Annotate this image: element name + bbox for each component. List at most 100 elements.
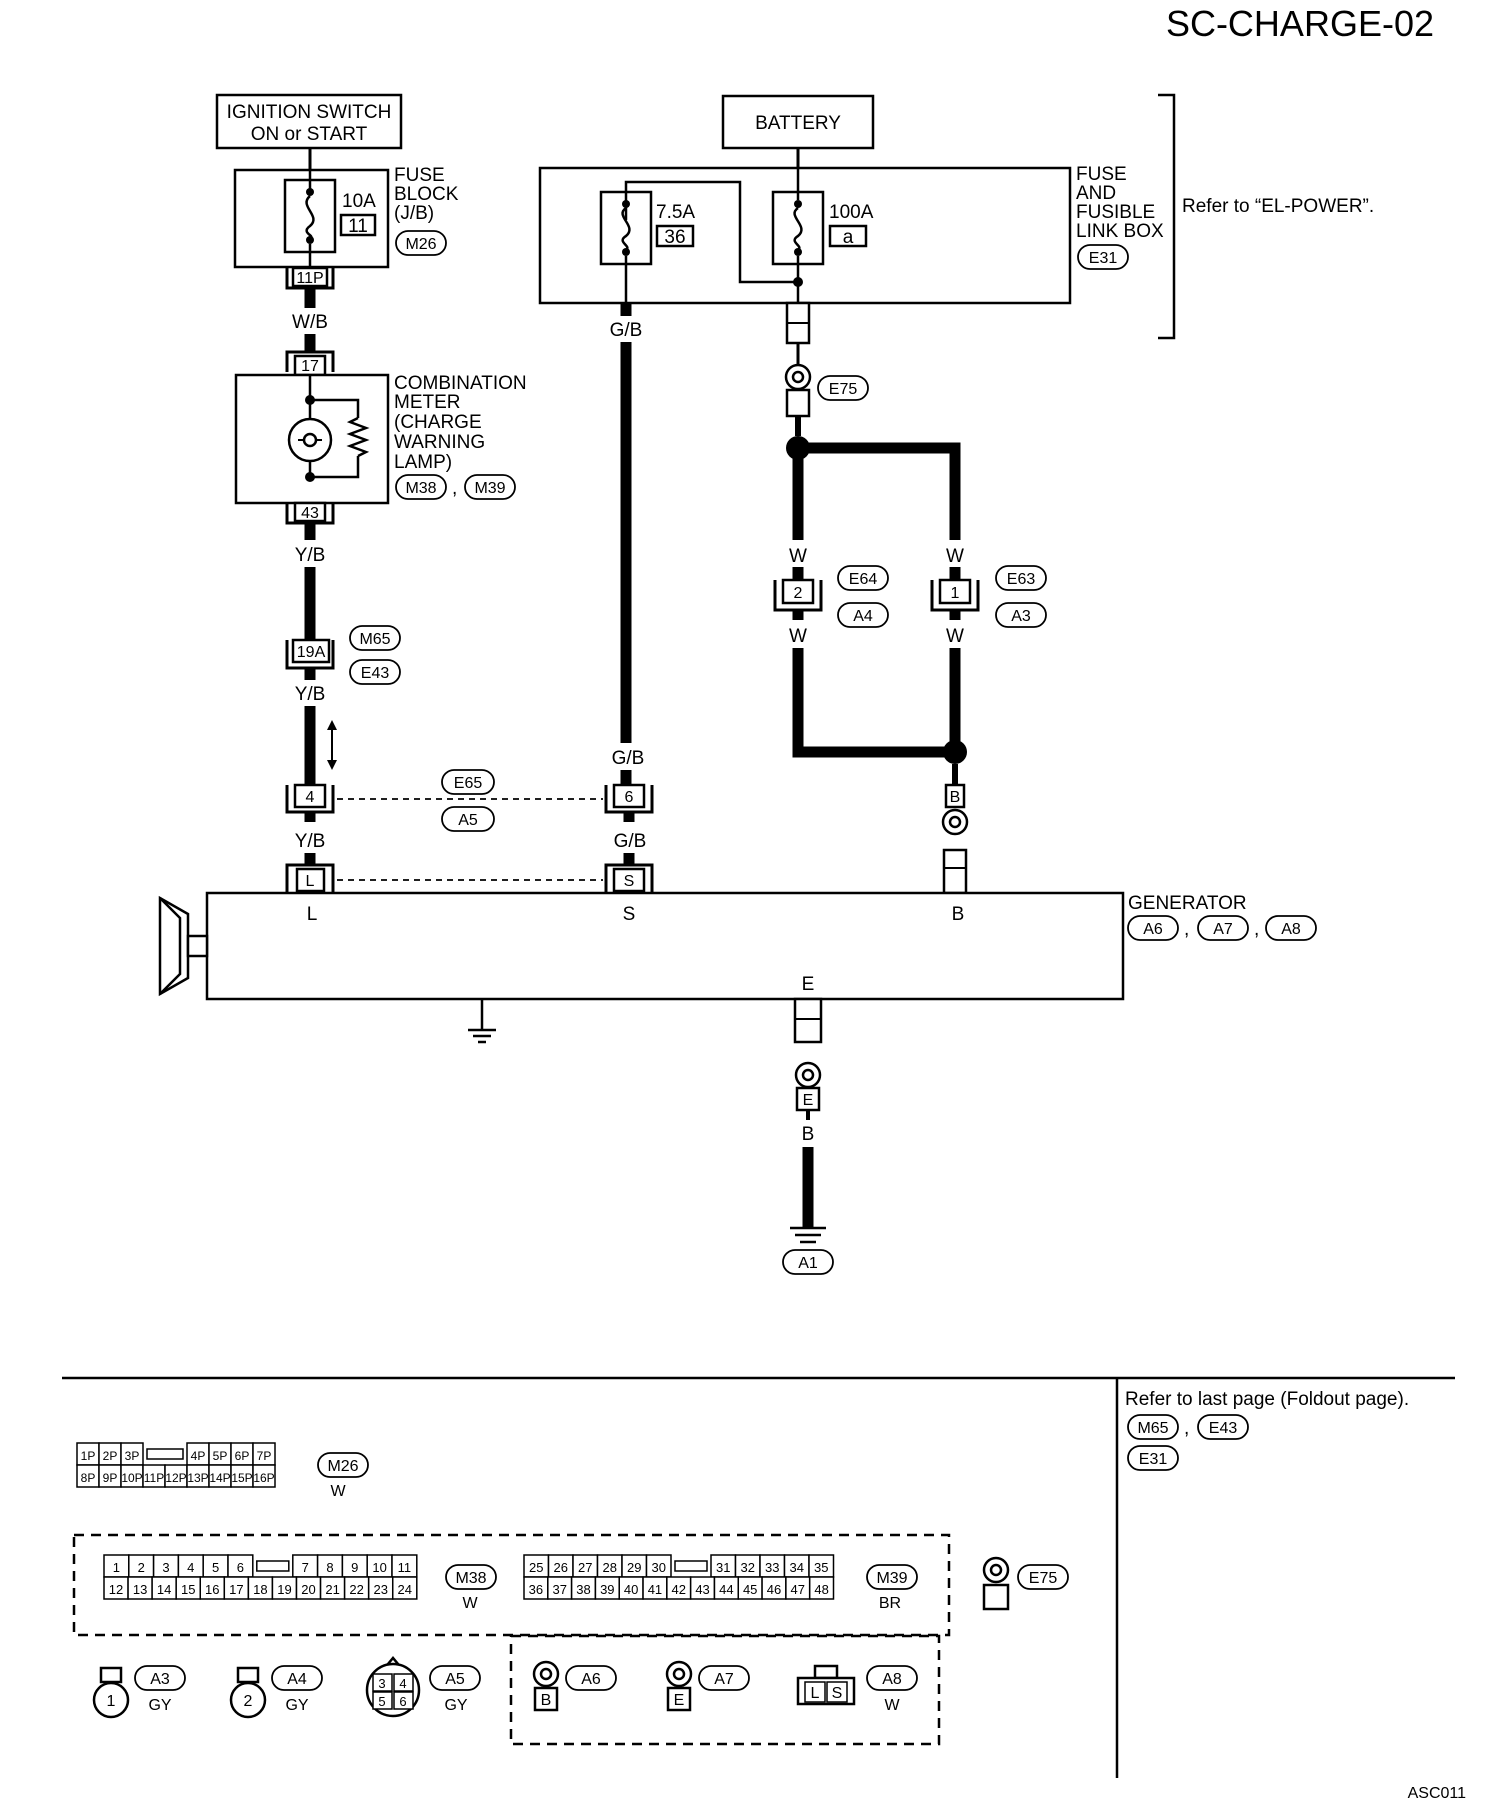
fuse-block-label-1: FUSE	[394, 165, 445, 186]
m39-pin-label: 37	[552, 1582, 566, 1597]
m26-pin-label: 14P	[209, 1471, 230, 1485]
m39-pin-label: 33	[765, 1560, 779, 1575]
m38-pin-label: 3	[162, 1560, 169, 1575]
connector-e64: 2 E64 A4	[773, 565, 889, 628]
a8-view-tag: A8	[882, 1671, 902, 1688]
m39-pin-label: 30	[652, 1560, 666, 1575]
connector-4: 4	[285, 783, 335, 814]
a8-view-pin-s: S	[832, 1685, 843, 1702]
fuse-link-box-label-1: FUSE	[1076, 164, 1127, 185]
m26-pin-label: 1P	[81, 1449, 96, 1463]
m38-pin-label: 9	[351, 1560, 358, 1575]
a6-view-pin: B	[541, 1692, 552, 1709]
m39-pin-label: 38	[576, 1582, 590, 1597]
ground-a1-tag: A1	[798, 1255, 818, 1272]
m39-view-tag: M39	[876, 1570, 907, 1587]
meter-label-2: METER	[394, 392, 461, 413]
wire-label-wb: W/B	[292, 312, 328, 333]
generator-terminal-s: S	[623, 904, 636, 925]
figure-code: ASC011	[1408, 1785, 1467, 1802]
connector-19a: 19A M65 E43	[285, 625, 401, 685]
page-title: SC-CHARGE-02	[1166, 3, 1434, 44]
m26-pin-label: 16P	[253, 1471, 274, 1485]
m39-pin-label: 26	[554, 1560, 568, 1575]
foldout-note: Refer to last page (Foldout page).	[1125, 1389, 1409, 1410]
meter-label-4: WARNING	[394, 432, 485, 453]
a3-connector-view: 1 A3 GY	[92, 1665, 186, 1719]
m39-pin-label: 34	[790, 1560, 804, 1575]
wire-label-w-4: W	[946, 626, 964, 647]
meter-label-1: COMBINATION	[394, 373, 527, 394]
a8-view-color: W	[884, 1697, 900, 1714]
note-e43-tag: E43	[1209, 1420, 1238, 1437]
connector-11p: 11P	[285, 266, 335, 290]
twisted-pair-arrow	[327, 720, 337, 770]
meter-label-3: (CHARGE	[394, 412, 482, 433]
connector-a4-tag: A4	[853, 608, 873, 625]
m39-pin-label: 31	[716, 1560, 730, 1575]
m38-view-color: W	[462, 1595, 478, 1612]
a8-view-pin-l: L	[811, 1685, 820, 1702]
m26-pin-label: 2P	[103, 1449, 118, 1463]
fuse-number: 11	[348, 216, 368, 237]
connector-6-pin: 6	[625, 789, 634, 806]
connector-m65-tag: M65	[359, 631, 390, 648]
m39-pin	[808, 1576, 835, 1600]
m38-pin-label: 24	[398, 1582, 412, 1597]
meter-terminal-43: 43	[301, 505, 319, 522]
m38-pin-label: 15	[181, 1582, 195, 1597]
ignition-switch-label: IGNITION SWITCH	[227, 102, 392, 123]
m26-pin-label: 5P	[213, 1449, 228, 1463]
connector-e63: 1 E63 A3	[930, 565, 1047, 628]
connector-a8-tag: A8	[1281, 921, 1301, 938]
m39-pin-label: 44	[719, 1582, 733, 1597]
m39-pin-label: 36	[529, 1582, 543, 1597]
connector-a6-tag: A6	[1143, 921, 1163, 938]
generator-terminal-b: B	[952, 904, 965, 925]
m39-pin-label: 32	[741, 1560, 755, 1575]
m39-pin-label: 35	[814, 1560, 828, 1575]
m38-view-tag: M38	[455, 1570, 486, 1587]
wire-label-yb-2: Y/B	[295, 684, 326, 705]
a5-view-pin-3: 3	[378, 1676, 385, 1691]
m38-latch	[256, 1560, 290, 1572]
fuse-rating: 10A	[342, 191, 376, 212]
m26-pin-label: 6P	[235, 1449, 250, 1463]
m39-pin-label: 45	[743, 1582, 757, 1597]
generator-terminal-e: E	[802, 974, 815, 995]
a3-view-color: GY	[148, 1697, 171, 1714]
fuse-block-label-3: (J/B)	[394, 203, 434, 224]
m26-pin-label: 7P	[257, 1449, 272, 1463]
svg-text:,: ,	[452, 478, 457, 499]
m39-pin-label: 25	[529, 1560, 543, 1575]
m26-view-color: W	[330, 1483, 346, 1500]
m38-pin-label: 11	[398, 1560, 412, 1575]
m39-pin-label: 42	[672, 1582, 686, 1597]
m38-pin-label: 23	[373, 1582, 387, 1597]
m39-pin-label: 40	[624, 1582, 638, 1597]
connector-a3-tag: A3	[1011, 608, 1031, 625]
wire-label-gb-1: G/B	[610, 320, 643, 341]
m26-pin-label: 12P	[165, 1471, 186, 1485]
m38-pin-label: 14	[157, 1582, 171, 1597]
note-m65-tag: M65	[1137, 1420, 1168, 1437]
m26-pin	[252, 1464, 276, 1488]
e75-connector-view: E75	[982, 1556, 1069, 1611]
ground-a1: E B A1	[782, 997, 834, 1275]
a3-view-pin: 1	[107, 1693, 116, 1710]
a5-view-pin-5: 5	[378, 1694, 385, 1709]
fuse-block: 10A 11 FUSE BLOCK (J/B) M26	[233, 165, 459, 269]
svg-text:,: ,	[1254, 919, 1259, 940]
a6-view-tag: A6	[581, 1671, 601, 1688]
m26-pin-label: 8P	[81, 1471, 96, 1485]
m38-pin-label: 17	[229, 1582, 243, 1597]
svg-text:,: ,	[1184, 919, 1189, 940]
a5-connector-view: 3 4 5 6 A5 GY	[365, 1656, 481, 1718]
m38-pin-label: 22	[349, 1582, 363, 1597]
m26-pin-label: 3P	[125, 1449, 140, 1463]
a7-view-tag: A7	[714, 1671, 734, 1688]
a5-view-color: GY	[444, 1697, 467, 1714]
